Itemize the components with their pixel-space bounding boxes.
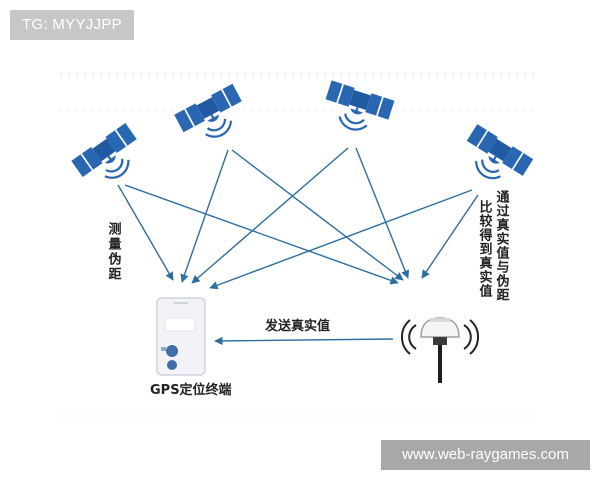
arrow (209, 189, 473, 290)
gps-terminal-icon (156, 297, 206, 376)
arrow (231, 149, 404, 281)
label-compare-line1: 通过真实值与伪距 (494, 189, 511, 302)
arrow (180, 149, 229, 283)
label-measure-pseudorange: 测量伪距 (106, 221, 123, 282)
arrow (191, 147, 349, 284)
watermark-top-left: TG: MYYJJPP (10, 10, 134, 40)
label-compare-line2: 比较得到真实值 (477, 199, 494, 298)
satellite-icon (318, 79, 396, 141)
arrow (124, 184, 399, 285)
arrow (421, 194, 479, 279)
label-send-true-value: 发送真实值 (264, 318, 330, 334)
base-station-antenna-icon (400, 317, 480, 383)
arrow (117, 184, 174, 281)
satellite-icon (454, 123, 535, 195)
label-gps-terminal: GPS定位终端 (150, 382, 232, 398)
signal-arrows (117, 147, 479, 346)
arrow (214, 336, 394, 346)
arrow (355, 147, 410, 279)
satellite-icon (70, 121, 150, 195)
watermark-bottom-right: www.web-raygames.com (381, 440, 590, 470)
satellite-icon (173, 82, 253, 152)
background-texture (60, 72, 540, 418)
